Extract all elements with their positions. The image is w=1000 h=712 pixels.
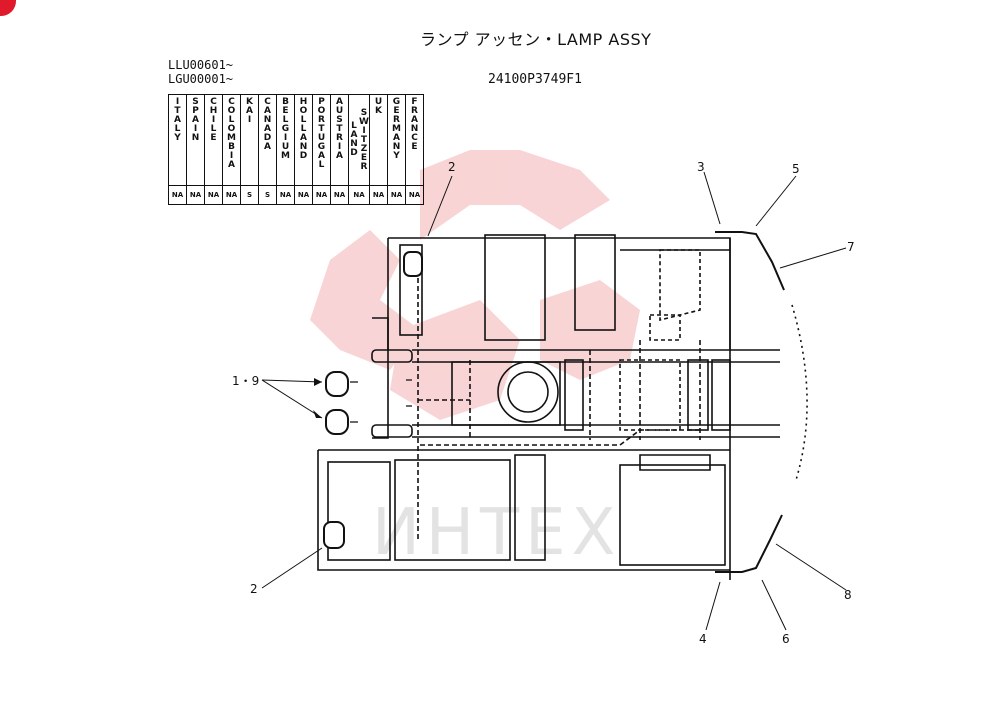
lamp-2-top-icon	[403, 251, 423, 277]
callout-5: 5	[792, 162, 800, 176]
country-name: KAI	[244, 97, 255, 124]
callout-2-top: 2	[448, 160, 456, 174]
country-name: SPAIN	[190, 97, 201, 142]
code-cell: NA	[369, 185, 388, 205]
code-cell: NA	[186, 185, 205, 205]
country-name: PORTUGAL	[316, 97, 327, 169]
country-name: HOLLAND	[298, 97, 309, 160]
country-name: CHILE	[208, 97, 219, 142]
serial-ranges: LLU00601~ LGU00001~	[168, 58, 233, 86]
country-name: BELGIUM	[280, 97, 291, 160]
country-cell: FRANCE	[405, 94, 424, 186]
lamp-1-icon	[325, 371, 349, 397]
country-name: CANADA	[262, 97, 273, 151]
page-title: ランプ アッセン・LAMP ASSY	[420, 30, 652, 49]
callout-6: 6	[782, 632, 790, 646]
serial-range: LLU00601~	[168, 58, 234, 72]
lamp-9-icon	[325, 409, 349, 435]
applicability-table: ITALY SPAIN CHILE COLOMBIA KAI CANADA BE…	[168, 94, 424, 205]
part-number: 24100P3749F1	[488, 72, 582, 87]
callout-2-bottom: 2	[250, 582, 258, 596]
code-cell: NA	[405, 185, 424, 205]
serial-range: LGU00001~	[168, 72, 234, 86]
upper-frame-outline	[388, 237, 731, 350]
country-name: GERMANY	[391, 97, 402, 160]
callout-8: 8	[844, 588, 852, 602]
watermark-text: ИНТЕХ	[372, 496, 622, 570]
callout-1-9: 1・9	[232, 374, 260, 388]
callout-7: 7	[847, 240, 855, 254]
country-name: FRANCE	[409, 97, 420, 151]
right-guard-lower	[715, 514, 783, 573]
code-cell: NA	[294, 185, 313, 205]
country-name: COLOMBIA	[226, 97, 237, 169]
country-name: ITALY	[172, 97, 183, 142]
country-name: UK	[373, 97, 384, 115]
country-name: SWITZER LAND	[349, 107, 369, 171]
right-guard-upper	[715, 231, 785, 291]
callout-3: 3	[697, 160, 705, 174]
callout-4: 4	[699, 632, 707, 646]
country-name: AUSTRIA	[334, 97, 345, 160]
lamp-2-bottom-icon	[323, 521, 345, 549]
